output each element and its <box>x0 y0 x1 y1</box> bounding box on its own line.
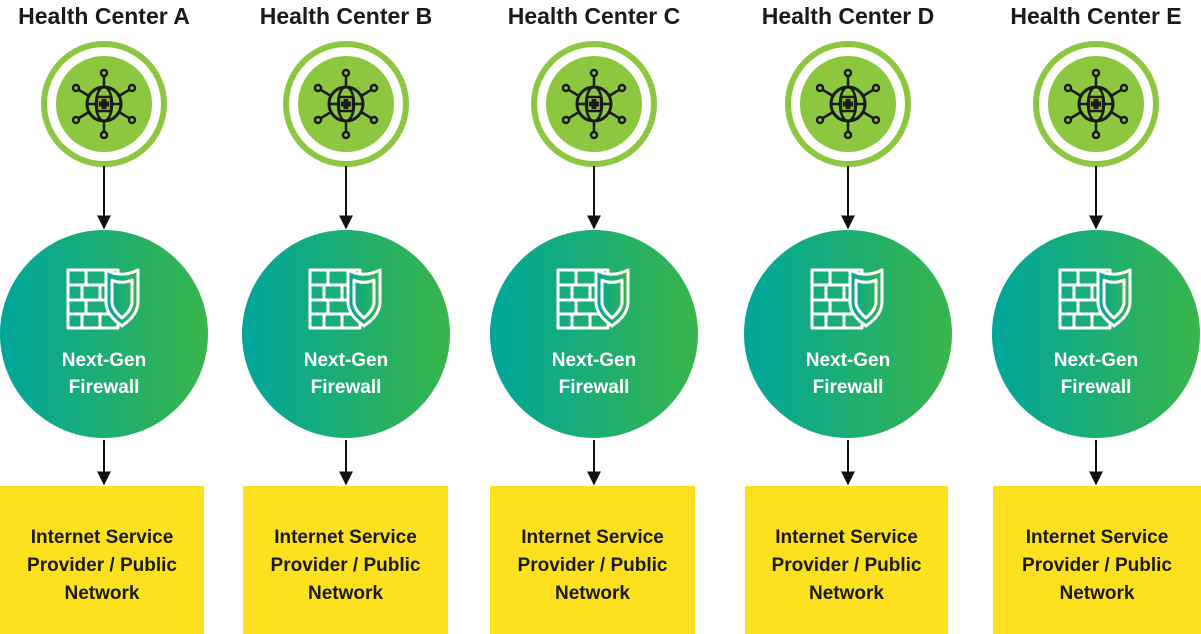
isp-label-line2: Provider / Public <box>517 555 668 576</box>
isp-label-line1: Internet Service <box>775 527 918 548</box>
isp-label-line1: Internet Service <box>274 527 417 548</box>
firewall-label-line2: Firewall <box>558 377 630 398</box>
health-center-column <box>242 41 450 486</box>
health-center-title: Health Center A <box>18 3 190 29</box>
health-center-column <box>0 41 208 486</box>
isp-label-line1: Internet Service <box>30 527 174 548</box>
isp-label-line2: Provider / Public <box>1022 555 1172 576</box>
firewall-node <box>0 230 208 438</box>
firewall-label-line1: Next-Gen <box>303 350 389 371</box>
firewall-label-line1: Next-Gen <box>805 350 891 371</box>
health-center-title: Health Center B <box>259 3 433 29</box>
isp-label-line1: Internet Service <box>521 527 664 548</box>
firewall-node <box>490 230 698 438</box>
health-center-column <box>744 41 952 486</box>
firewall-node <box>744 230 952 438</box>
firewall-label-line1: Next-Gen <box>1053 350 1139 371</box>
isp-label-line2: Provider / Public <box>771 555 922 576</box>
firewall-label-line1: Next-Gen <box>61 350 147 371</box>
isp-label-line3: Network <box>809 583 884 604</box>
health-center-title: Health Center E <box>1010 3 1182 29</box>
health-center-column <box>992 41 1200 486</box>
isp-label-line3: Network <box>1059 583 1135 604</box>
firewall-label-line2: Firewall <box>310 377 382 398</box>
health-center-title: Health Center C <box>507 3 681 29</box>
isp-label-line3: Network <box>64 583 140 604</box>
isp-label-line3: Network <box>555 583 630 604</box>
firewall-node <box>242 230 450 438</box>
firewall-label-line1: Next-Gen <box>551 350 637 371</box>
health-center-title: Health Center D <box>761 3 935 29</box>
health-center-column <box>490 41 698 486</box>
isp-label-line1: Internet Service <box>1025 527 1169 548</box>
firewall-label-line2: Firewall <box>68 377 140 398</box>
isp-label-line2: Provider / Public <box>270 555 421 576</box>
firewall-node <box>992 230 1200 438</box>
isp-label-line3: Network <box>308 583 383 604</box>
firewall-label-line2: Firewall <box>812 377 884 398</box>
firewall-label-line2: Firewall <box>1060 377 1132 398</box>
isp-label-line2: Provider / Public <box>27 555 177 576</box>
